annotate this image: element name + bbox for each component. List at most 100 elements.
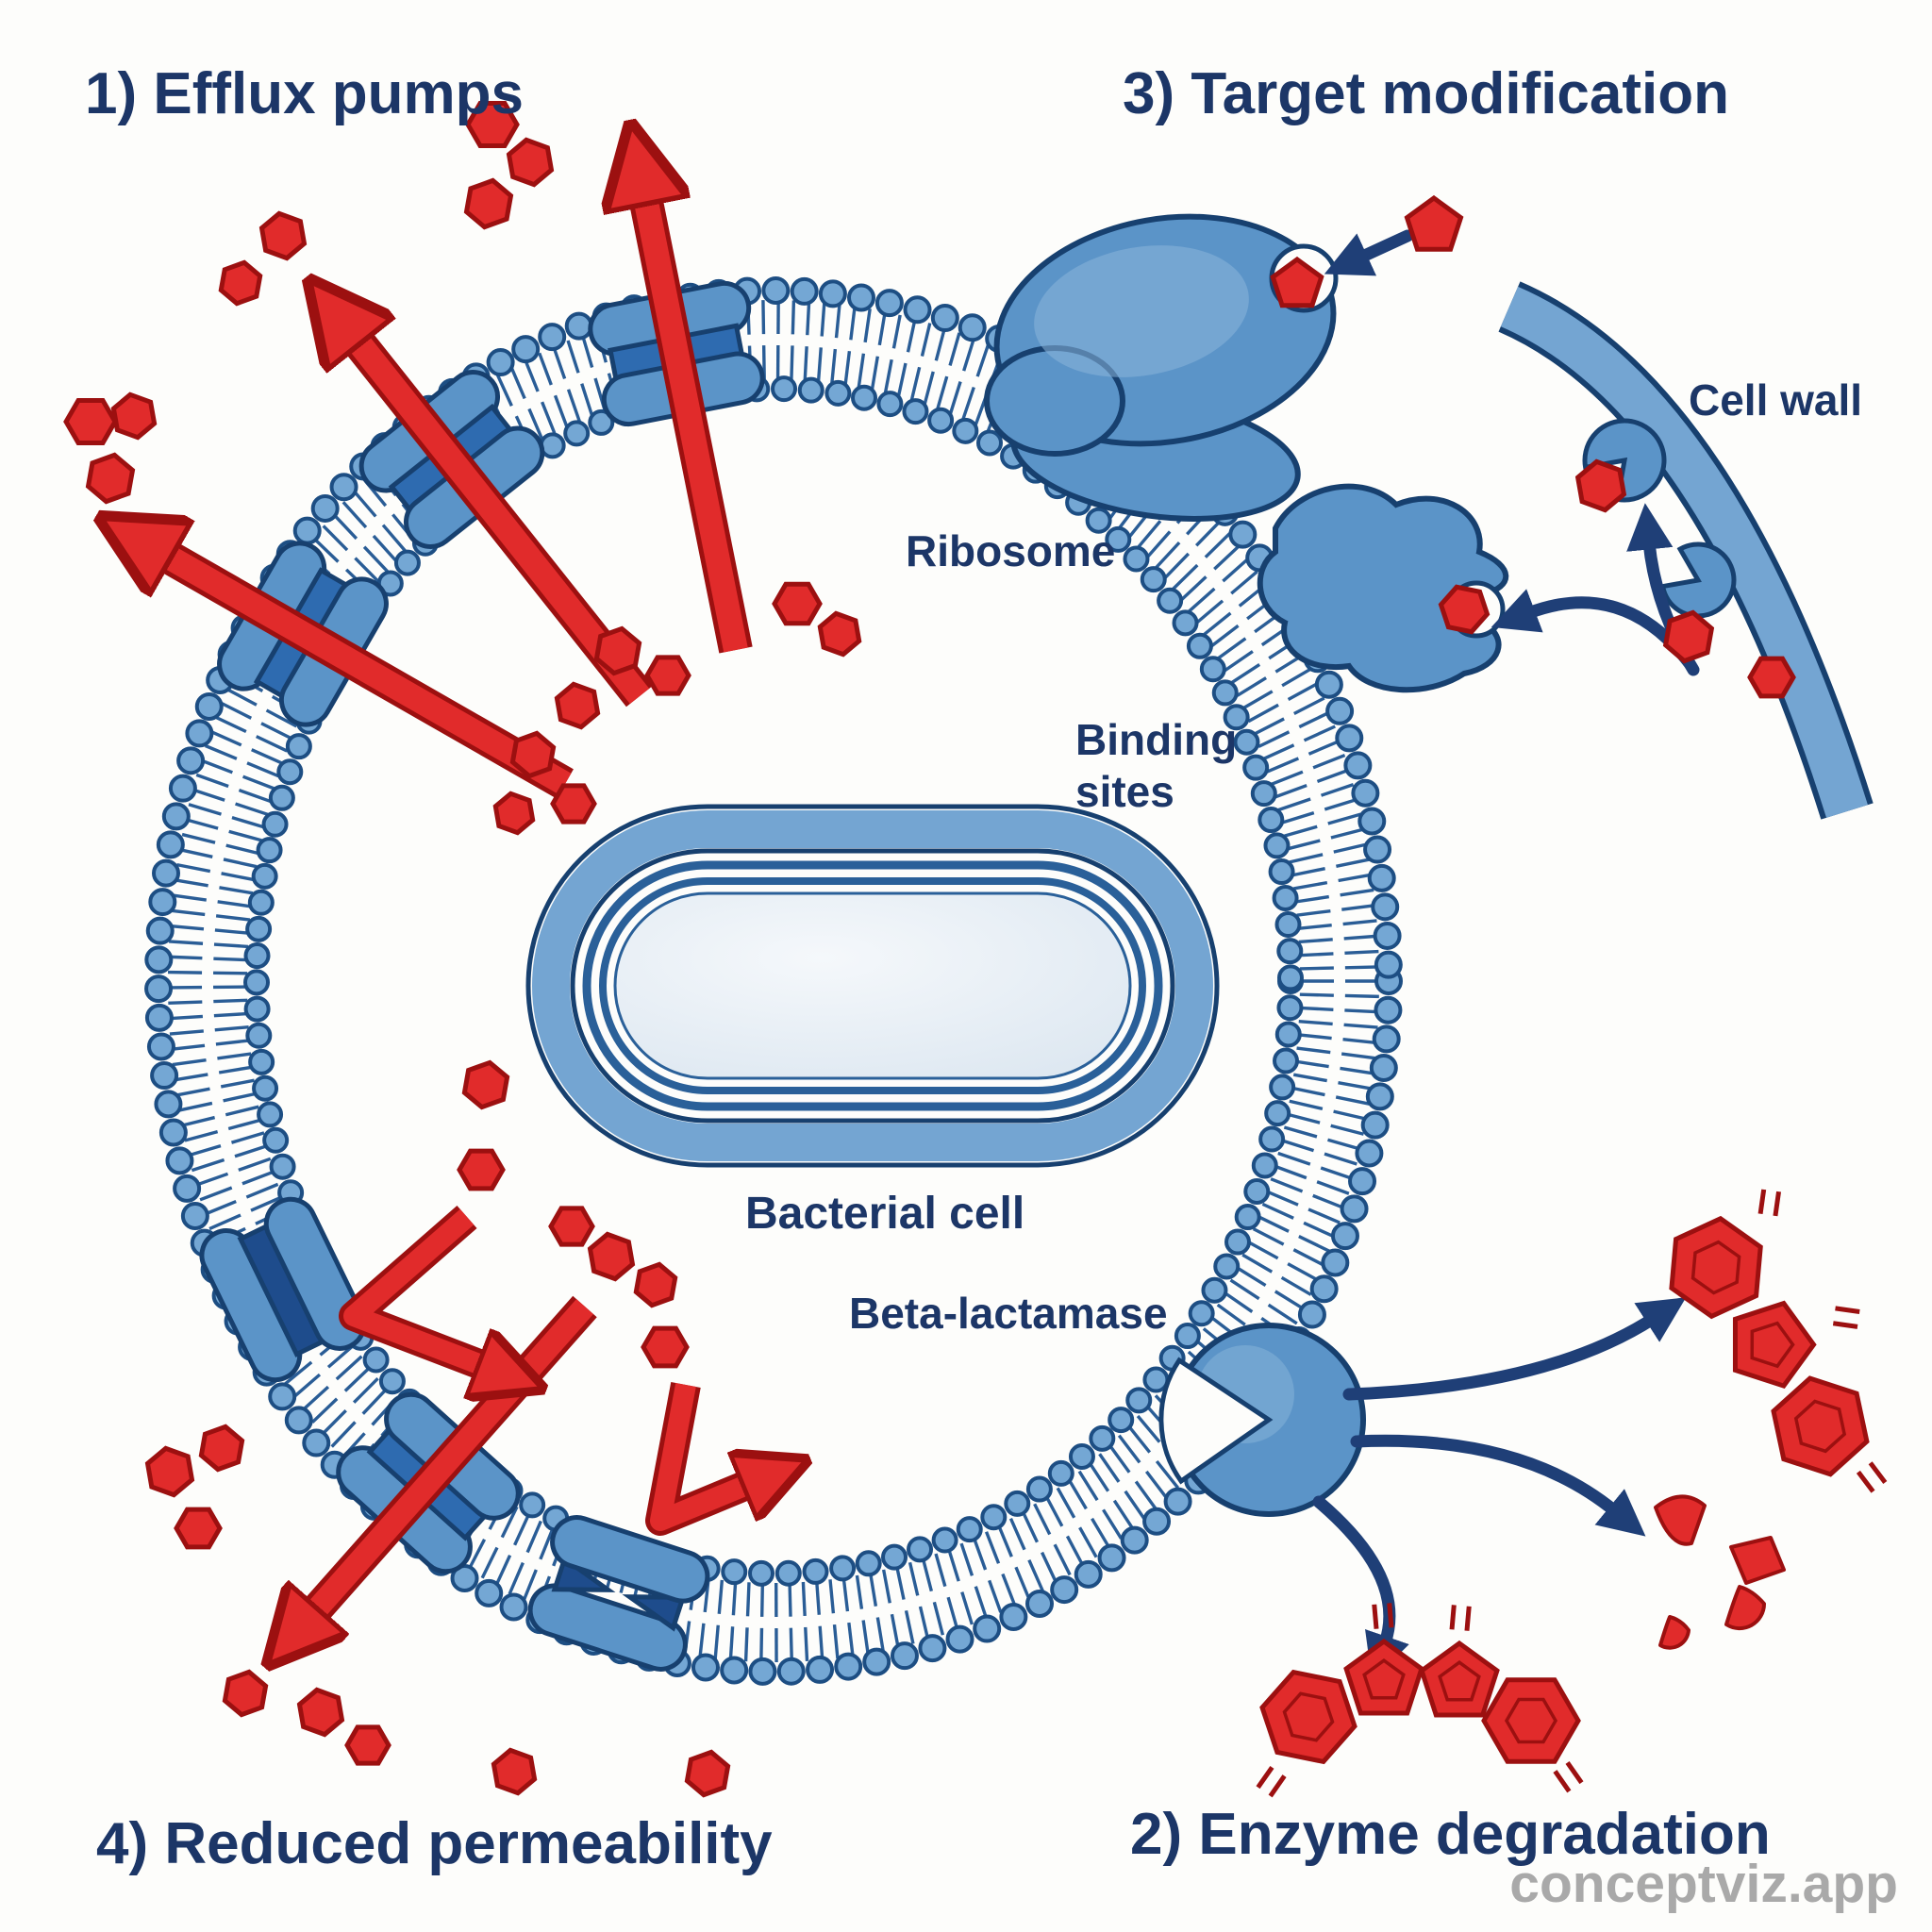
lipid-tail [1327,812,1361,825]
lipid-tail [209,729,242,747]
lipid-head [1250,780,1277,808]
label-bacterial-cell: Bacterial cell [745,1189,1024,1239]
lipid-head [761,276,791,306]
lipid-tail [494,1554,512,1588]
lipid-tail [500,1506,519,1539]
lipid-tail [220,701,253,720]
lipid-head [1142,1507,1172,1536]
arrow-enzyme-to-intact [1342,1297,1687,1401]
lipid-head [881,1543,908,1571]
lipid-tail [220,1078,255,1089]
lipid-head [1348,1167,1377,1196]
lipid-tail [1341,903,1376,911]
lipid-tail [1236,1266,1267,1288]
lipid-head [1257,807,1285,834]
lipid-head [1234,1204,1261,1231]
cell-wall-arc [1498,281,1874,820]
heading-enzyme-degradation: 2) Enzyme degradation [1130,1802,1771,1867]
lipid-tail [790,345,794,380]
fragment [1658,1615,1690,1650]
lipid-tail [1027,1558,1044,1592]
lipid-tail [1289,853,1324,864]
lipid-tail [1294,894,1330,904]
lipid-head [1105,525,1132,553]
molecule-ring [1732,1300,1817,1390]
lipid-tail [921,1557,934,1592]
lipid-tail [1338,1081,1373,1091]
double-bond-tick [1773,1191,1782,1217]
lipid-tail [1217,637,1247,660]
lipid-tail [192,788,225,802]
lipid-tail [245,1182,279,1199]
molecule-bond [1362,1658,1406,1700]
lipid-head [1004,1490,1031,1517]
lipid-tail [1067,1478,1088,1510]
lipid-tail [1298,1019,1333,1026]
double-bond-tick [1372,1604,1379,1629]
lipid-tail [909,366,922,401]
lipid-tail [580,383,594,417]
lipid-head [1025,1475,1053,1503]
lipid-tail [988,1579,1003,1613]
lipid-tail [1230,570,1258,595]
cell-outer-edge [525,804,1220,1168]
lipid-head [958,313,987,342]
lipid-tail [906,318,917,353]
lipid-tail [1088,1461,1110,1492]
lipid-tail [1247,1240,1279,1260]
lipid-head [1374,950,1403,979]
lipid-tail [1247,703,1279,724]
antibiotic-flow-arrows [161,193,752,1616]
lipid-head [797,376,824,404]
lipid-head [721,1558,748,1586]
lipid-tail [195,1172,229,1187]
lipid-tail [1163,552,1191,579]
antibiotic-hexagon-icon [465,101,520,148]
lipid-tail [801,1581,807,1617]
lipid-tail [855,1574,864,1609]
lipid-tail [1056,1487,1076,1519]
lipid-tail [1292,1073,1327,1083]
lipid-tail [227,1118,262,1131]
antibiotic-hexagon-icon [554,681,601,730]
lipid-tail [1341,1052,1376,1060]
antibiotic-hexagon-icon [63,398,118,445]
lipid-tail [1298,710,1331,729]
lipid-head [475,1578,504,1607]
lipid-tail [1287,1262,1319,1282]
lipid-tail [178,847,213,858]
antibiotic-hexagon-icon [344,1724,391,1766]
antibiotic-hexagon-icon [463,177,514,230]
lipid-tail [250,1195,283,1212]
lipid-tail [495,374,513,407]
lipid-tail [1312,1193,1345,1210]
double-bond-tick [1565,1760,1584,1785]
lipid-head [144,1003,174,1032]
lipid-head [980,1504,1008,1531]
fragment [1729,1536,1786,1585]
lipid-tail [1316,768,1350,784]
antibiotic-hexagon-icon [198,1424,245,1473]
antibiotic-hexagon-icon [684,1749,731,1798]
lipid-tail [343,1366,372,1392]
lipid-tail [960,1591,974,1625]
lipid-head [194,691,224,721]
molecule-ring [1343,1638,1424,1716]
lipid-tail [352,1377,379,1404]
antibiotic-hexagon-icon [218,259,263,307]
lipid-tail [1340,1066,1374,1075]
lipid-head [1367,863,1396,892]
antibiotic-hexagon-icon [1574,458,1627,513]
lipid-head [1297,1300,1326,1329]
lipid-tail [717,1579,724,1614]
lipid-tail [1126,1424,1152,1454]
antibiotic-hexagon-icon [110,391,158,441]
lipid-tail [1134,1480,1158,1510]
lipid-tail [828,1579,836,1614]
lipid-tail [213,971,248,975]
heading-reduced-permeability: 4) Reduced permeability [96,1811,773,1876]
lipid-tail [312,537,340,563]
lipid-tail [213,957,248,962]
lipid-tail [246,761,279,778]
